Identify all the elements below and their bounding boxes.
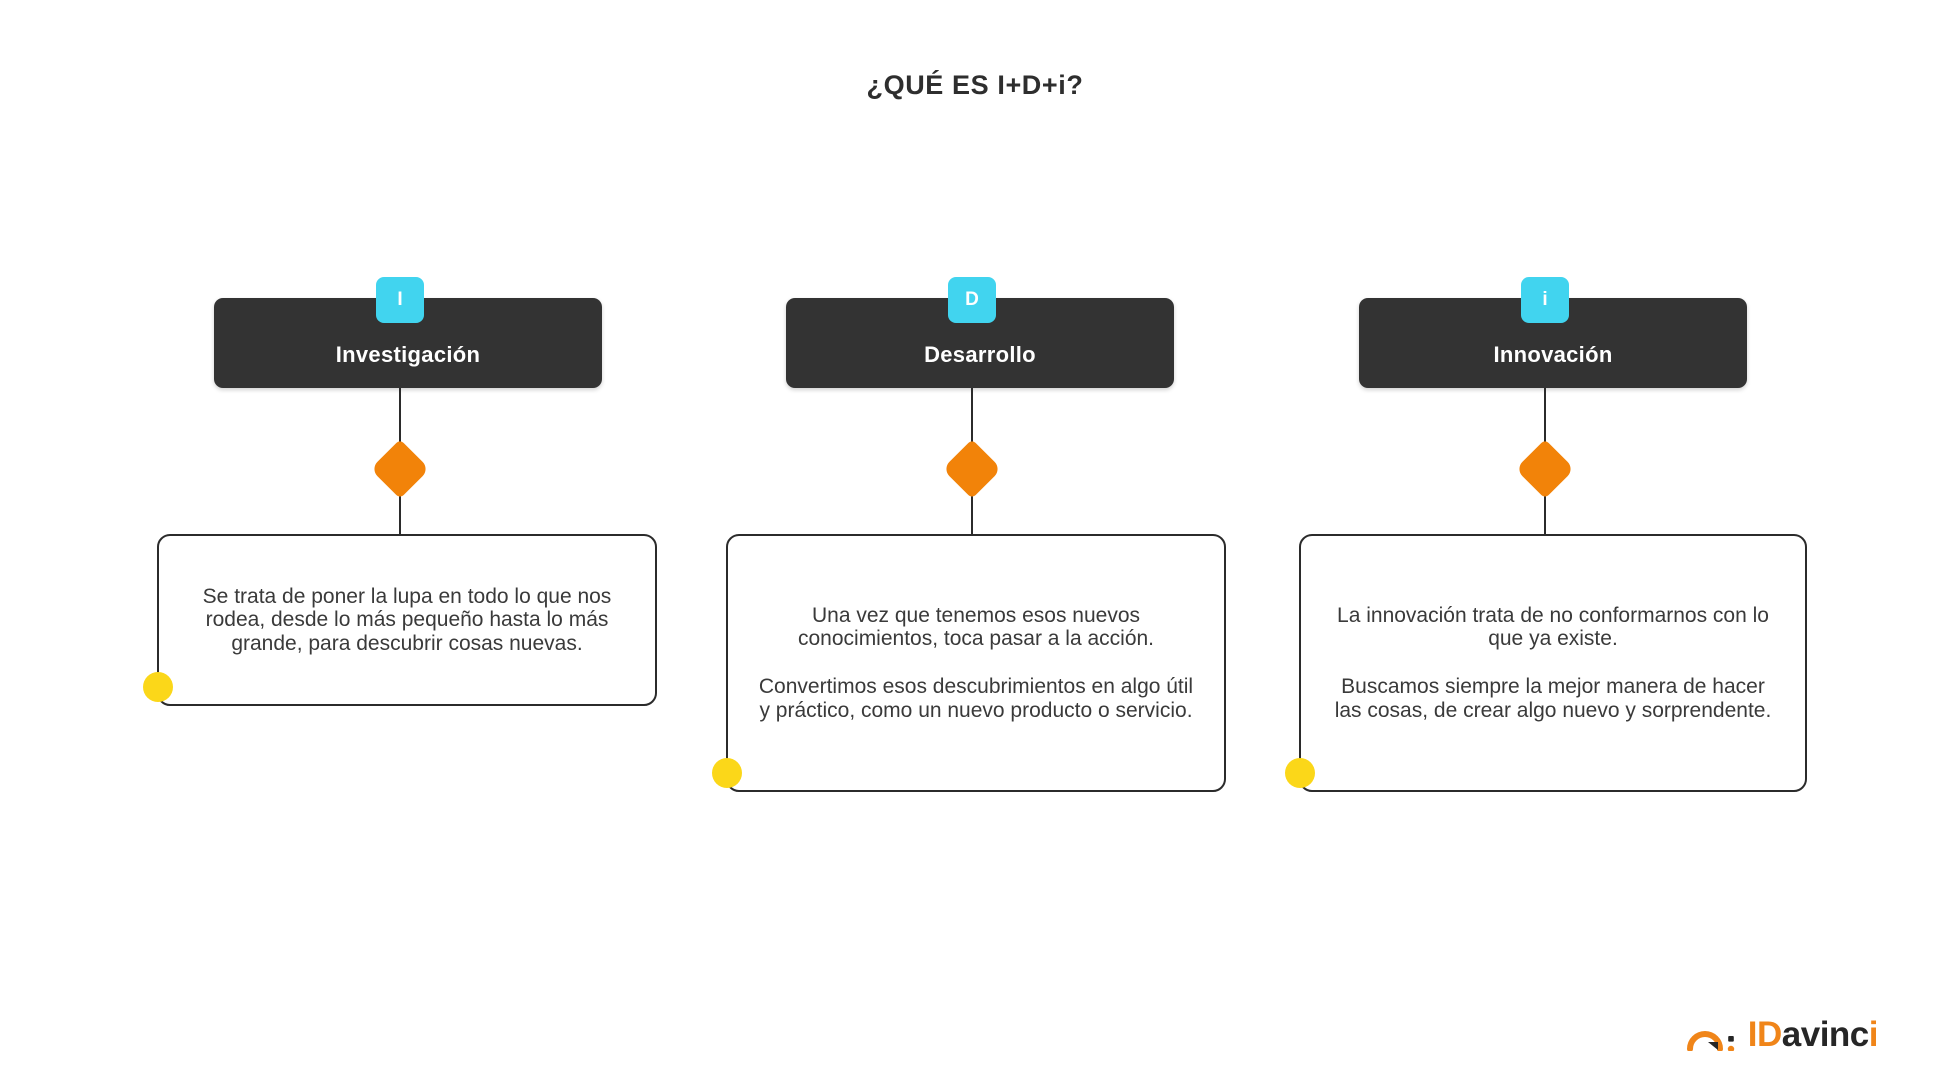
- header-label: Investigación: [335, 342, 481, 367]
- body-box: La innovación trata de no conformarnos c…: [1299, 534, 1807, 792]
- header-card[interactable]: Desarrollo: [786, 298, 1174, 388]
- body-paragraph: Una vez que tenemos esos nuevos conocimi…: [797, 603, 1155, 651]
- diamond-marker-icon: [370, 439, 430, 499]
- body-box: Una vez que tenemos esos nuevos conocimi…: [726, 534, 1226, 792]
- logo-part-i: i: [1868, 1015, 1879, 1054]
- brand-logo: IDavinci: [1686, 1015, 1879, 1054]
- diamond-marker-icon: [942, 439, 1002, 499]
- body-box: Se trata de poner la lupa en todo lo que…: [157, 534, 657, 706]
- column-desarrollo: Desarrollo D Una vez que tenemos esos nu…: [712, 0, 1242, 1080]
- diamond-marker-icon: [1515, 439, 1575, 499]
- body-paragraph: Se trata de poner la lupa en todo lo que…: [202, 584, 612, 655]
- yellow-dot-icon: [1285, 758, 1315, 788]
- arc-logo-icon: [1686, 1030, 1734, 1051]
- page-title: ¿QUÉ ES I+D+i?: [866, 70, 1084, 101]
- header-label: Desarrollo: [924, 342, 1036, 367]
- logo-wordmark: IDavinci: [1747, 1015, 1879, 1054]
- header-label: Innovación: [1493, 342, 1613, 367]
- badge-letter: D: [948, 277, 996, 323]
- logo-part-id: ID: [1747, 1015, 1783, 1054]
- column-innovacion: Innovación i La innovación trata de no c…: [1285, 0, 1815, 1080]
- body-paragraph: La innovación trata de no conformarnos c…: [1337, 603, 1769, 651]
- yellow-dot-icon: [712, 758, 742, 788]
- column-investigacion: Investigación I Se trata de poner la lup…: [140, 0, 670, 1080]
- badge-letter: I: [376, 277, 424, 323]
- badge-letter: i: [1521, 277, 1569, 323]
- body-paragraph: Convertimos esos descubrimientos en algo…: [758, 675, 1194, 722]
- header-card[interactable]: Innovación: [1359, 298, 1747, 388]
- logo-part-avinc: avinc: [1781, 1015, 1870, 1054]
- yellow-dot-icon: [143, 672, 173, 702]
- body-paragraph: Buscamos siempre la mejor manera de hace…: [1334, 675, 1772, 722]
